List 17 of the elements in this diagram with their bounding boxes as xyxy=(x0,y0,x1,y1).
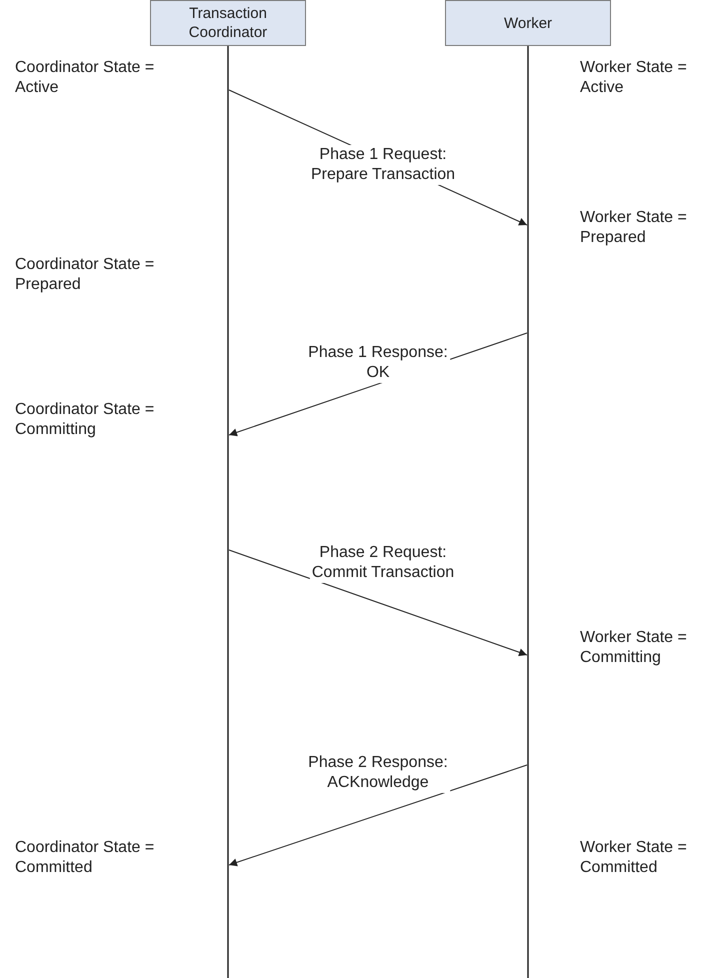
state-label: Worker State = Active xyxy=(580,58,688,98)
state-label: Coordinator State = Prepared xyxy=(15,255,156,295)
edge-label: Phase 2 Request: Commit Transaction xyxy=(310,543,456,583)
state-label: Worker State = Prepared xyxy=(580,208,688,248)
message-arrow xyxy=(228,550,528,656)
state-label: Coordinator State = Active xyxy=(15,58,156,98)
edge-label: Phase 1 Response: OK xyxy=(306,343,450,383)
state-label: Worker State = Committed xyxy=(580,838,688,878)
participant-box: Transaction Coordinator xyxy=(150,0,306,46)
edge-label: Phase 2 Response: ACKnowledge xyxy=(306,753,450,793)
state-label: Coordinator State = Committing xyxy=(15,400,156,440)
lifeline xyxy=(227,46,229,978)
lifeline xyxy=(527,46,529,978)
message-arrow xyxy=(228,764,528,866)
state-label: Worker State = Committing xyxy=(580,628,688,668)
state-label: Coordinator State = Committed xyxy=(15,838,156,878)
participant-box: Worker xyxy=(445,0,611,46)
